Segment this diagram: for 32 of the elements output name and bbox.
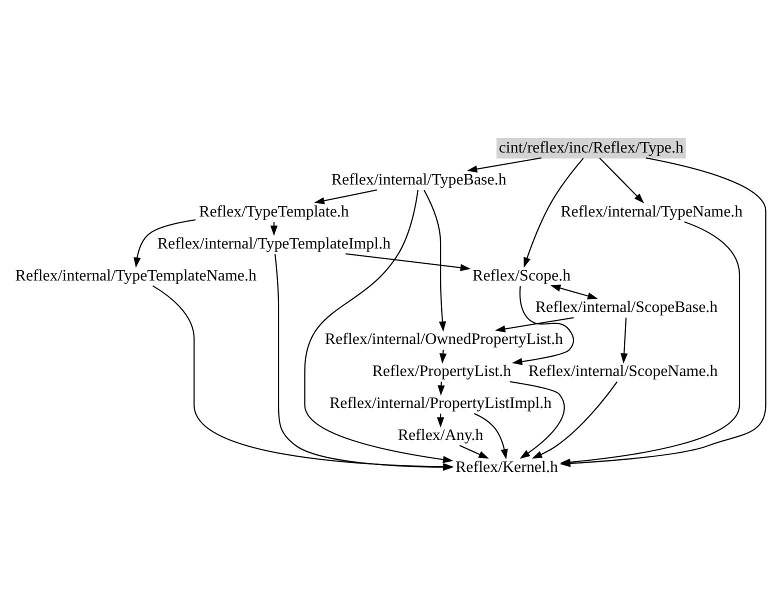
arrow <box>550 284 598 299</box>
arrow <box>459 444 489 458</box>
node-text: Reflex/internal/TypeBase.h <box>331 170 506 188</box>
node-text: Reflex/internal/PropertyListImpl.h <box>329 394 552 412</box>
arrow <box>599 157 644 203</box>
arrow <box>304 189 454 463</box>
arrow <box>512 286 574 365</box>
node-text: Reflex/Scope.h <box>472 266 571 284</box>
node-text: Reflex/TypeTemplate.h <box>199 202 349 220</box>
node-text: Reflex/internal/ScopeBase.h <box>535 298 718 316</box>
node-text: Reflex/internal/ScopeName.h <box>528 362 718 380</box>
node-text: Reflex/internal/TypeTemplateName.h <box>15 266 257 284</box>
node-text: Reflex/internal/OwnedPropertyList.h <box>324 330 564 348</box>
node-text: Reflex/internal/TypeTemplateImpl.h <box>157 234 391 252</box>
arrow <box>346 252 471 271</box>
arrow <box>560 220 740 466</box>
arrow <box>494 316 574 332</box>
node-text: Reflex/PropertyList.h <box>372 362 512 380</box>
arrow <box>134 218 196 268</box>
arrow <box>524 157 584 268</box>
node-text: Reflex/internal/TypeName.h <box>560 202 743 220</box>
arrow <box>510 380 565 458</box>
arrow <box>438 381 445 396</box>
node-box: cint/reflex/inc/Reflex/Type.h <box>496 138 686 158</box>
arrow <box>474 412 508 459</box>
arrow <box>314 188 378 204</box>
node-text: Reflex/Kernel.h <box>456 458 558 476</box>
arrow <box>620 317 628 364</box>
arrow <box>466 156 542 172</box>
node-text: Reflex/Any.h <box>398 426 484 444</box>
arrow <box>532 380 618 458</box>
arrow <box>424 189 446 332</box>
